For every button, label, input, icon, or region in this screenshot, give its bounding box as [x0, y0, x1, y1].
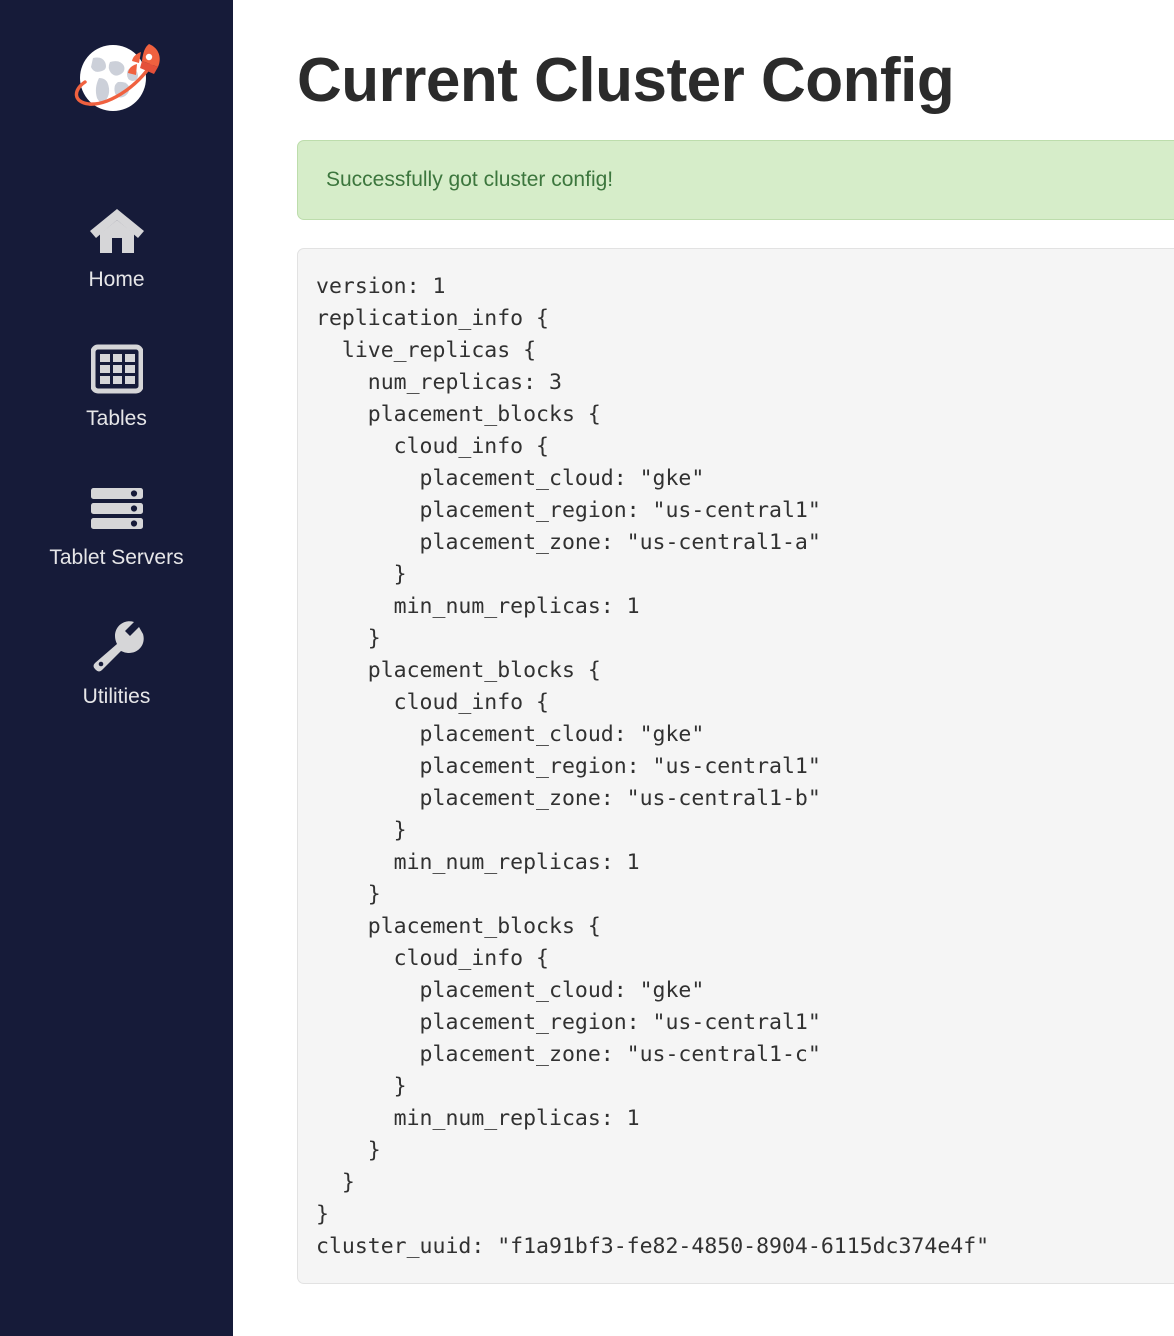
cluster-config-text: version: 1 replication_info { live_repli…	[316, 274, 990, 1259]
sidebar-item-label: Utilities	[82, 685, 151, 708]
page-title: Current Cluster Config	[297, 46, 955, 115]
sidebar: Home Tables	[0, 0, 233, 1336]
server-rack-icon	[86, 480, 148, 536]
main-content: Current Cluster Config Successfully got …	[233, 0, 1174, 1336]
sidebar-item-home[interactable]: Home	[0, 202, 233, 292]
alert-message: Successfully got cluster config!	[326, 168, 614, 191]
success-alert: Successfully got cluster config!	[297, 140, 1174, 220]
sidebar-item-label: Home	[88, 268, 145, 291]
sidebar-item-utilities[interactable]: Utilities	[0, 619, 233, 709]
table-grid-icon	[86, 341, 148, 397]
sidebar-item-tables[interactable]: Tables	[0, 341, 233, 431]
cluster-config-panel: version: 1 replication_info { live_repli…	[297, 248, 1174, 1284]
yugabyte-rocket-globe-logo[interactable]	[63, 22, 171, 130]
sidebar-item-label: Tables	[86, 407, 147, 430]
wrench-icon	[86, 619, 148, 675]
sidebar-item-label: Tablet Servers	[49, 546, 184, 569]
home-icon	[86, 202, 148, 258]
sidebar-item-tablet-servers[interactable]: Tablet Servers	[0, 480, 233, 570]
